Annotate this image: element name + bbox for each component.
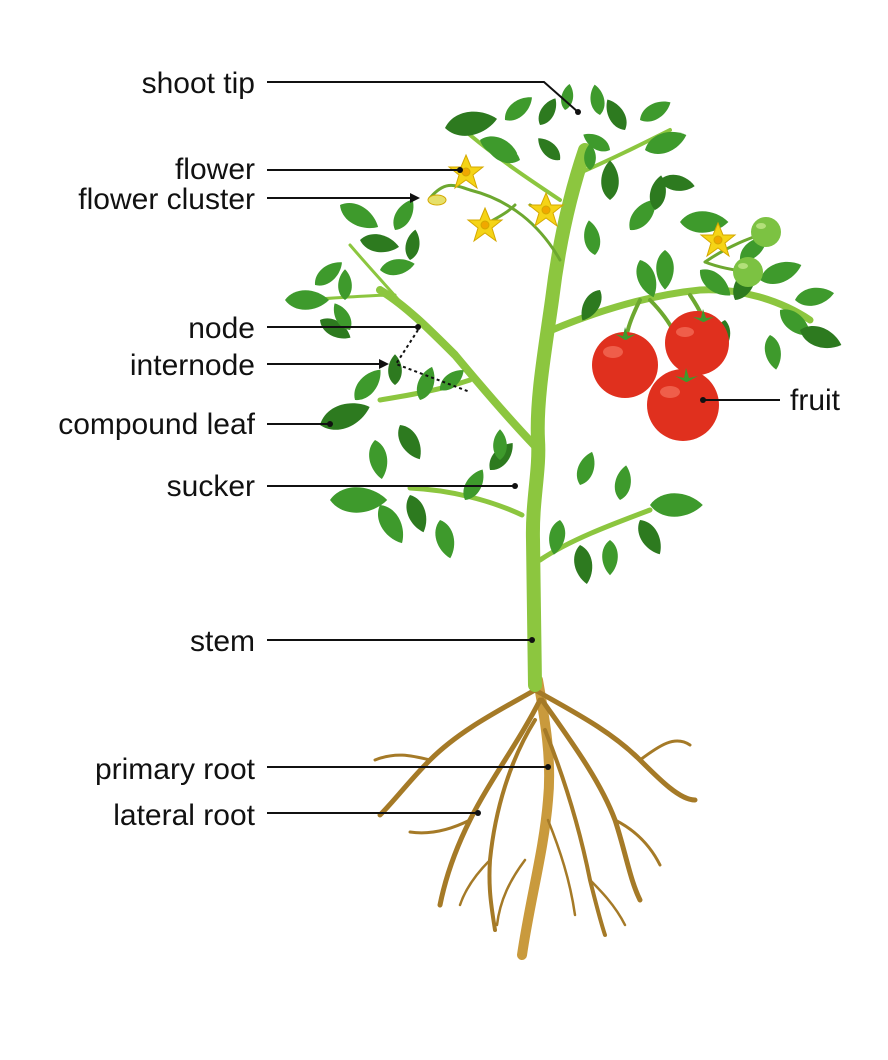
- fruits: [592, 217, 781, 441]
- upper-left-branch: [468, 133, 562, 202]
- leader-compound-leaf-end: [327, 421, 333, 427]
- flower-4: [700, 222, 736, 257]
- flower-bud: [427, 194, 447, 206]
- leader-fruit-end: [700, 397, 706, 403]
- leaflet: [534, 94, 562, 129]
- flower-3: [528, 192, 564, 227]
- primary-root: [517, 675, 555, 960]
- right-branch-lower: [537, 507, 653, 563]
- leaflet: [358, 231, 401, 256]
- main-stem: [525, 143, 592, 692]
- green-tomato-1: [751, 217, 781, 247]
- leaflet: [587, 83, 607, 117]
- leaflet: [499, 91, 537, 126]
- leader-sucker-end: [512, 483, 518, 489]
- label-lateral-root: lateral root: [113, 799, 255, 832]
- label-shoot-tip: shoot tip: [142, 67, 255, 100]
- label-compound-leaf: compound leaf: [58, 408, 255, 441]
- label-stem: stem: [190, 625, 255, 658]
- leader-primary-root-end: [545, 764, 551, 770]
- leaflet: [366, 438, 391, 481]
- leaflet: [315, 395, 374, 437]
- leaves: [285, 82, 845, 586]
- flower-2: [467, 207, 503, 242]
- flowers: [427, 154, 736, 257]
- leaflet: [650, 493, 703, 517]
- leaflet: [612, 463, 634, 502]
- leaflet: [762, 333, 784, 372]
- flower-1: [448, 154, 484, 189]
- root-l: [458, 858, 492, 907]
- root-system: [373, 675, 698, 960]
- ripe-tomato-3: [647, 368, 719, 441]
- leaflet: [401, 491, 432, 536]
- green-tomato-2: [733, 257, 763, 287]
- label-flower-cluster: flower cluster: [78, 183, 255, 216]
- leaflet: [388, 354, 402, 385]
- root-j: [613, 818, 662, 867]
- label-fruit: fruit: [790, 384, 841, 417]
- leaflet: [600, 95, 632, 134]
- internode-bracket: [394, 329, 471, 393]
- leaflet: [431, 517, 459, 561]
- leaflet: [632, 515, 668, 559]
- leaflet: [756, 255, 805, 290]
- leaflet: [388, 195, 420, 234]
- leader-flower-end: [457, 167, 463, 173]
- leader-stem-end: [529, 637, 535, 643]
- leader-lateral-root-end: [475, 810, 481, 816]
- root-m: [546, 818, 577, 917]
- leaflet: [656, 250, 674, 290]
- root-i: [408, 818, 472, 835]
- leaflet: [330, 487, 388, 513]
- leaflet: [392, 420, 428, 464]
- leader-lines: [267, 81, 780, 816]
- leaflet: [572, 449, 600, 488]
- leaflet: [601, 160, 619, 200]
- leaflet: [412, 364, 440, 403]
- root-g: [373, 753, 432, 762]
- leaflet: [571, 543, 596, 586]
- leaflet: [442, 107, 500, 140]
- root-a: [377, 687, 538, 818]
- label-sucker: sucker: [167, 470, 255, 503]
- stem-and-branches: [298, 128, 814, 692]
- leaflet: [581, 218, 603, 257]
- leaflet: [602, 540, 618, 576]
- leader-shoot-tip: [267, 81, 579, 113]
- leaflet: [533, 133, 565, 165]
- root-h: [638, 739, 692, 762]
- labels: shoot tip flower flower cluster node int…: [58, 67, 840, 832]
- leaflet: [403, 228, 423, 262]
- leaflet: [371, 500, 411, 548]
- root-n: [495, 858, 527, 927]
- label-node: node: [188, 312, 255, 345]
- ripe-tomato-2: [665, 309, 729, 375]
- leaflet: [636, 95, 675, 127]
- leaflet: [546, 518, 568, 557]
- flower-stalks: [428, 183, 562, 262]
- leader-internode-arrow: [379, 359, 389, 369]
- ripe-tomato-1: [592, 327, 658, 398]
- label-flower: flower: [175, 153, 255, 186]
- root-d: [539, 697, 643, 903]
- leaflet: [793, 284, 836, 309]
- leaflet: [335, 196, 383, 236]
- root-e: [543, 728, 607, 937]
- root-b: [532, 687, 698, 803]
- label-internode: internode: [130, 349, 255, 382]
- root-k: [588, 878, 627, 927]
- leader-flower-cluster-arrow: [410, 193, 420, 203]
- label-primary-root: primary root: [95, 753, 256, 786]
- leader-shoot-tip-end: [575, 109, 581, 115]
- leader-node-end: [415, 324, 421, 330]
- leaflet: [338, 269, 352, 300]
- root-f: [487, 718, 537, 932]
- leaflet: [285, 290, 329, 310]
